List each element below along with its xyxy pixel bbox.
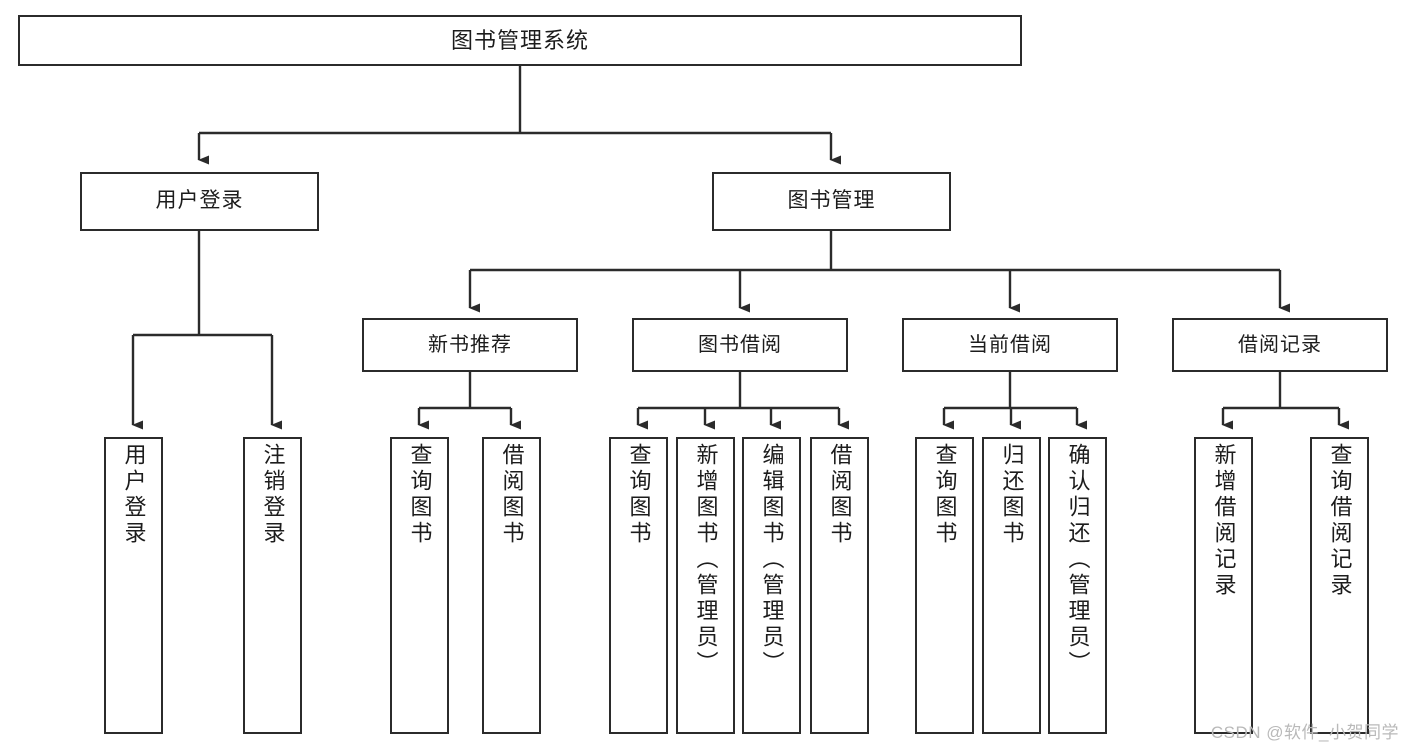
node-new-book-recommend[interactable]: 新书推荐 (362, 318, 578, 372)
node-current-borrow[interactable]: 当前借阅 (902, 318, 1118, 372)
leaf-borrow-borrow-book[interactable]: 借阅图书 (810, 437, 869, 734)
leaf-borrow-add-book-admin[interactable]: 新增图书（管理员） (676, 437, 735, 734)
node-label: 确认归还（管理员） (1065, 443, 1091, 677)
node-label: 查询图书 (626, 443, 652, 547)
leaf-record-query-borrow-record[interactable]: 查询借阅记录 (1310, 437, 1369, 734)
leaf-current-query-book[interactable]: 查询图书 (915, 437, 974, 734)
leaf-borrow-edit-book-admin[interactable]: 编辑图书（管理员） (742, 437, 801, 734)
node-book-borrow[interactable]: 图书借阅 (632, 318, 848, 372)
node-label: 借阅图书 (827, 443, 853, 547)
node-book-management[interactable]: 图书管理 (712, 172, 951, 231)
node-root-book-management-system[interactable]: 图书管理系统 (18, 15, 1022, 66)
node-label: 查询图书 (932, 443, 958, 547)
node-label: 编辑图书（管理员） (759, 443, 785, 677)
leaf-record-add-borrow-record[interactable]: 新增借阅记录 (1194, 437, 1253, 734)
leaf-new-book-borrow[interactable]: 借阅图书 (482, 437, 541, 734)
leaf-new-book-query[interactable]: 查询图书 (390, 437, 449, 734)
leaf-current-return-book[interactable]: 归还图书 (982, 437, 1041, 734)
node-label: 图书管理 (787, 189, 876, 213)
node-user-login[interactable]: 用户登录 (80, 172, 319, 231)
node-label: 借阅记录 (1238, 333, 1322, 356)
node-label: 用户登录 (155, 189, 244, 213)
leaf-user-login-logout[interactable]: 注销登录 (243, 437, 302, 734)
node-label: 图书借阅 (698, 333, 782, 356)
node-label: 当前借阅 (968, 333, 1052, 356)
leaf-user-login-login[interactable]: 用户登录 (104, 437, 163, 734)
node-borrow-record[interactable]: 借阅记录 (1172, 318, 1388, 372)
leaf-borrow-query-book[interactable]: 查询图书 (609, 437, 668, 734)
node-label: 新增借阅记录 (1211, 443, 1237, 599)
node-label: 新书推荐 (428, 333, 512, 356)
node-label: 用户登录 (121, 443, 147, 547)
node-label: 归还图书 (999, 443, 1025, 547)
node-label: 借阅图书 (499, 443, 525, 547)
csdn-watermark: CSDN @软件_小贺同学 (1210, 723, 1399, 742)
node-label: 查询借阅记录 (1327, 443, 1353, 599)
node-label: 查询图书 (407, 443, 433, 547)
node-label: 图书管理系统 (450, 27, 589, 53)
node-label: 注销登录 (260, 443, 286, 547)
node-label: 新增图书（管理员） (693, 443, 719, 677)
leaf-current-confirm-return-admin[interactable]: 确认归还（管理员） (1048, 437, 1107, 734)
